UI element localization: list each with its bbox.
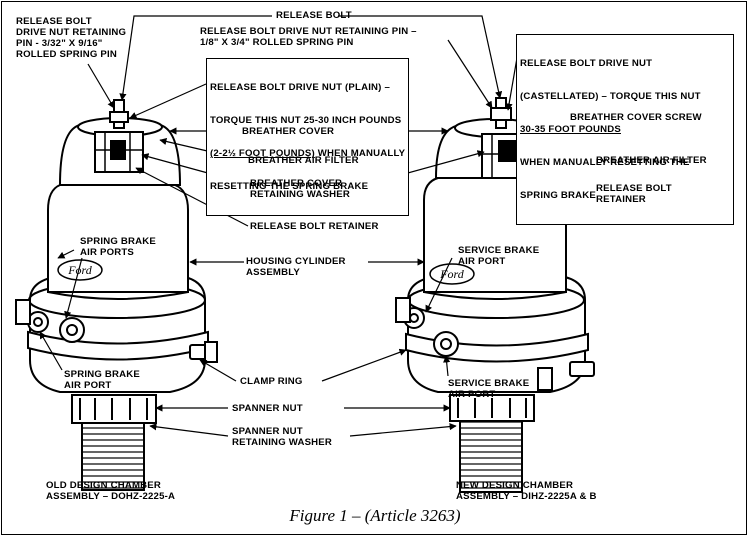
cast-nut-line-2: (CASTELLATED) – TORQUE THIS NUT [520,91,701,102]
label-breather-air-filter: BREATHER AIR FILTER [248,155,359,166]
plain-nut-torque-feet: (2-2½ FOOT POUNDS) [210,148,315,159]
label-breather-cover-screw: BREATHER COVER SCREW [570,112,702,123]
label-new-design: NEW DESIGN CHAMBER ASSEMBLY – DIHZ-2225A… [456,480,597,502]
plain-nut-line-2: TORQUE THIS NUT 25-30 INCH POUNDS [210,115,402,126]
label-clamp-ring: CLAMP RING [240,376,303,387]
old-emblem-text: Ford [67,263,93,277]
label-spanner-nut: SPANNER NUT [232,403,303,414]
plain-nut-line-5: RESETTING THE SPRING BRAKE [210,181,369,192]
label-bolt-retainer-right: RELEASE BOLT RETAINER [596,183,672,205]
new-emblem [429,263,475,285]
label-service-port-lower: SERVICE BRAKE AIR PORT [448,378,530,400]
label-retaining-washer: BREATHER COVER RETAINING WASHER [250,178,351,200]
label-spanner-washer: SPANNER NUT RETAINING WASHER [232,426,333,448]
old-emblem [57,259,103,281]
label-breather-cover: BREATHER COVER [242,126,335,137]
label-service-port-upper: SERVICE BRAKE AIR PORT [458,245,540,267]
cast-nut-line-5: SPRING BRAKE [520,190,596,201]
cast-nut-line-3: 30-35 FOOT POUNDS [520,124,621,135]
label-release-bolt: RELEASE BOLT [276,10,352,21]
cast-nut-line-4: WHEN MANUALLY RESETTING THE [520,157,690,168]
label-old-design: OLD DESIGN CHAMBER ASSEMBLY – DOHZ-2225-… [46,480,176,502]
label-bolt-retainer: RELEASE BOLT RETAINER [250,221,379,232]
label-new-pin: RELEASE BOLT DRIVE NUT RETAINING PIN – 1… [200,26,417,48]
new-chamber [395,97,595,493]
label-housing-cylinder: HOUSING CYLINDER ASSEMBLY [246,256,346,278]
label-breather-air-filter-right: BREATHER AIR FILTER [596,155,707,166]
figure-caption: Figure 1 – (Article 3263) [289,506,461,525]
label-spring-brake-ports: SPRING BRAKE AIR PORTS [80,236,156,258]
label-old-pin: RELEASE BOLT DRIVE NUT RETAINING PIN - 3… [16,16,127,60]
label-castellated-nut-box: RELEASE BOLT DRIVE NUT (CASTELLATED) – T… [516,34,734,225]
plain-nut-line-1: RELEASE BOLT DRIVE NUT (PLAIN) – [210,82,390,93]
plain-nut-line-3: (2-2½ FOOT POUNDS) WHEN MANUALLY [210,148,405,159]
plain-nut-when: WHEN MANUALLY [314,148,406,159]
label-plain-nut-box: RELEASE BOLT DRIVE NUT (PLAIN) – TORQUE … [206,58,410,216]
cast-nut-line-1: RELEASE BOLT DRIVE NUT [520,58,653,69]
new-emblem-text: Ford [439,267,465,281]
new-threaded-stud [459,417,523,493]
old-spanner-nut [71,394,157,424]
old-chamber [15,99,218,491]
label-spring-brake-port: SPRING BRAKE AIR PORT [64,369,140,391]
